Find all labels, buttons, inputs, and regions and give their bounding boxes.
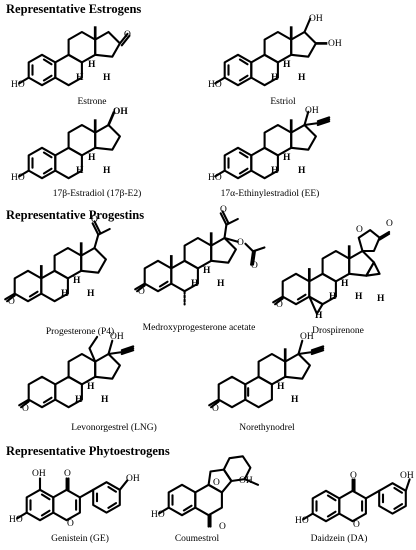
progestins-heading: Representative Progestins: [6, 208, 145, 222]
caption-norethynodrel: Norethynodrel: [239, 423, 295, 433]
coumestrol-ho: HO: [151, 510, 165, 520]
daidzein-o-keto: O: [350, 471, 357, 481]
drospirenone-h2: H: [329, 292, 337, 302]
drospirenone-structure: [272, 229, 391, 315]
estrone-h3: H: [103, 73, 111, 83]
daidzein-oh: OH: [400, 471, 414, 481]
caption-daidzein: Daidzein (DA): [310, 534, 368, 544]
medroxyprogesterone-structure: [134, 210, 266, 306]
estrogens-heading: Representative Estrogens: [6, 2, 142, 16]
progesterone-o-acetyl: O: [91, 215, 98, 225]
estriol-oh-side: OH: [328, 39, 342, 49]
medroxyprogesterone-o-ester: O: [237, 238, 244, 248]
medroxyprogesterone-h3: H: [217, 279, 225, 289]
daidzein-ho: HO: [295, 516, 309, 526]
phytoestrogens-heading: Representative Phytoestrogens: [6, 444, 170, 458]
estradiol-h2: H: [76, 166, 84, 176]
ethinylestradiol-structure: [214, 110, 331, 180]
daidzein-structure: [302, 478, 411, 523]
levonorgestrel-oh: OH: [110, 332, 124, 342]
genistein-o-ring: O: [67, 519, 74, 529]
genistein-o-keto: O: [64, 469, 71, 479]
ethinylestradiol-h3: H: [298, 166, 306, 176]
caption-coumestrol: Coumestrol: [174, 534, 220, 544]
drospirenone-h5: H: [377, 294, 385, 304]
estrone-structure: [18, 26, 131, 87]
progesterone-h1: H: [73, 276, 81, 286]
drospirenone-o-lactone: O: [356, 225, 363, 235]
ethinylestradiol-h2: H: [271, 166, 279, 176]
progesterone-o-keto: O: [8, 297, 15, 307]
caption-medroxyprogesterone: Medroxyprogesterone acetate: [142, 323, 256, 333]
estradiol-h1: H: [88, 153, 96, 163]
caption-estriol: Estriol: [270, 97, 296, 107]
ethinylestradiol-oh: OH: [305, 106, 319, 116]
norethynodrel-o: O: [212, 404, 219, 414]
drospirenone-h4: H: [315, 311, 323, 321]
norethynodrel-structure: [208, 339, 325, 409]
estrone-h2: H: [76, 73, 84, 83]
estradiol-structure: [18, 111, 121, 180]
progesterone-h3: H: [87, 289, 95, 299]
caption-estradiol: 17β-Estradiol (17β-E2): [52, 189, 142, 199]
estradiol-ho: HO: [11, 173, 25, 183]
caption-genistein: Genistein (GE): [51, 534, 109, 544]
levonorgestrel-o: O: [22, 404, 29, 414]
ethinylestradiol-ho: HO: [208, 173, 222, 183]
norethynodrel-h1: H: [277, 382, 285, 392]
medroxyprogesterone-o-acetyl: O: [220, 205, 227, 215]
coumestrol-o-furan: O: [213, 478, 220, 488]
estrone-h1: H: [88, 60, 96, 70]
levonorgestrel-h2: H: [75, 395, 83, 405]
drospirenone-o-carbonyl: O: [386, 219, 393, 229]
caption-drospirenone: Drospirenone: [312, 326, 364, 336]
estriol-ho: HO: [208, 80, 222, 90]
drospirenone-o-keto: O: [276, 300, 283, 310]
genistein-oh-top: OH: [32, 469, 46, 479]
genistein-ho: HO: [9, 515, 23, 525]
ethinylestradiol-h1: H: [283, 153, 291, 163]
estriol-h2: H: [271, 73, 279, 83]
norethynodrel-h2: H: [291, 395, 299, 405]
levonorgestrel-h3: H: [101, 395, 109, 405]
medroxyprogesterone-h2: H: [191, 279, 199, 289]
medroxyprogesterone-o-carbonyl: O: [251, 261, 258, 271]
estriol-h1: H: [283, 60, 291, 70]
coumestrol-oh: OH: [239, 476, 253, 486]
genistein-oh-right: OH: [126, 474, 140, 484]
coumestrol-structure: [158, 455, 260, 528]
caption-estrone: Estrone: [77, 97, 107, 107]
estradiol-h3: H: [103, 166, 111, 176]
caption-ethinylestradiol: 17α-Ethinylestradiol (EE): [220, 189, 320, 199]
coumestrol-o-carbonyl: O: [219, 522, 226, 532]
caption-progesterone: Progesterone (P4): [45, 327, 115, 337]
drospirenone-h3: H: [355, 292, 363, 302]
medroxyprogesterone-o-keto: O: [138, 287, 145, 297]
progesterone-h2: H: [61, 289, 69, 299]
estriol-structure: [214, 17, 328, 87]
progesterone-structure: [4, 220, 111, 303]
levonorgestrel-structure: [18, 335, 135, 409]
norethynodrel-oh: OH: [300, 332, 314, 342]
estrone-o: O: [124, 30, 131, 40]
levonorgestrel-h1: H: [87, 382, 95, 392]
genistein-structure: [16, 477, 129, 522]
estrone-ho: HO: [11, 80, 25, 90]
daidzein-o-ring: O: [353, 520, 360, 530]
estriol-h3: H: [298, 73, 306, 83]
estradiol-oh: OH: [113, 107, 128, 117]
caption-levonorgestrel: Levonorgestrel (LNG): [71, 423, 157, 433]
medroxyprogesterone-h1: H: [203, 266, 211, 276]
drospirenone-h1: H: [341, 279, 349, 289]
estriol-oh-top: OH: [309, 14, 323, 24]
